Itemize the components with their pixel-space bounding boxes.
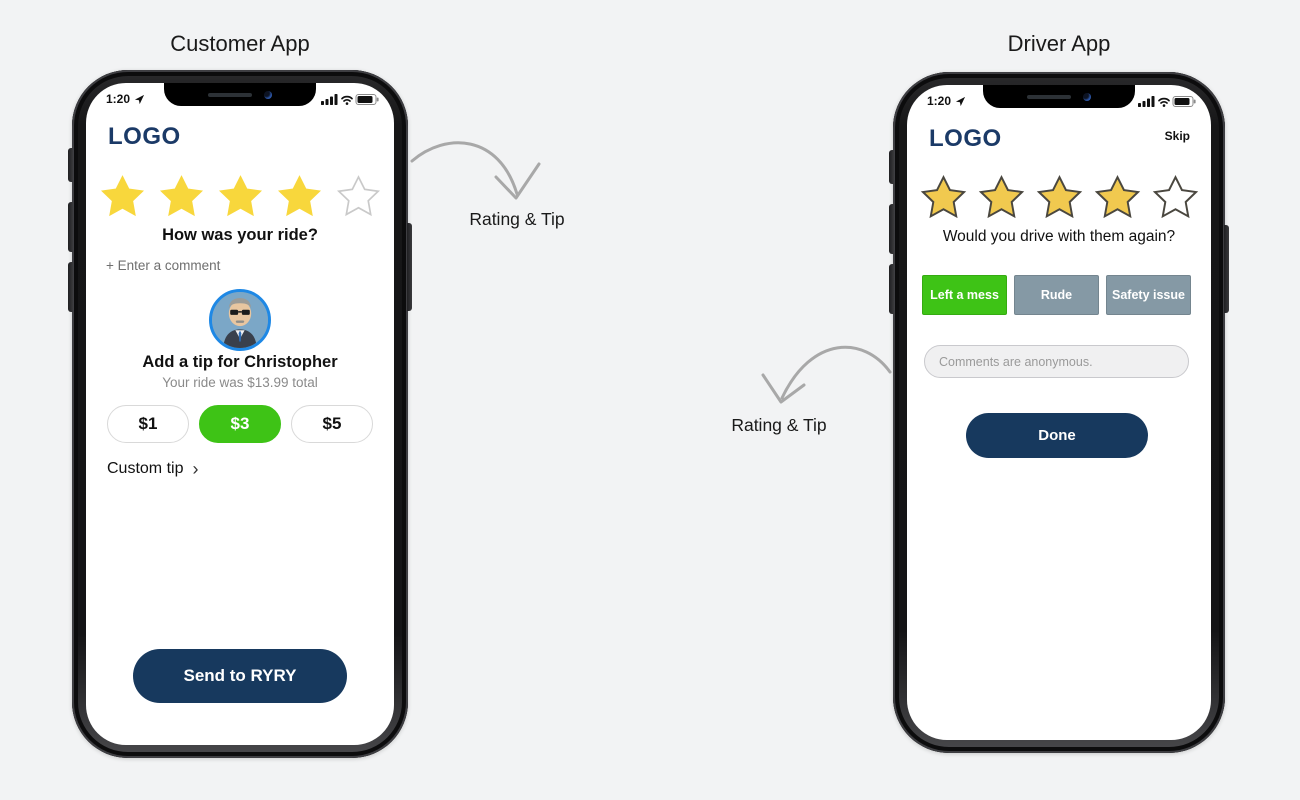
feedback-tag-safety-issue[interactable]: Safety issue — [1106, 275, 1191, 315]
ride-question: How was your ride? — [162, 226, 318, 244]
volume-down-button — [889, 264, 894, 314]
arrow-driver-to-customer — [761, 345, 892, 404]
star-empty-icon[interactable] — [1152, 174, 1199, 221]
location-arrow-icon — [955, 96, 966, 106]
driver-avatar — [209, 289, 271, 351]
star-empty-icon[interactable] — [336, 174, 381, 219]
status-bar: 1:20 — [927, 93, 1196, 109]
drive-again-question: Would you drive with them again? — [942, 228, 1176, 245]
done-button[interactable]: Done — [966, 413, 1148, 458]
driver-phone-frame: 1:20 LOGO Skip Would you drive with them… — [889, 72, 1229, 753]
signal-wifi-battery-icons — [321, 93, 379, 105]
tip-title: Add a tip for Christopher — [142, 353, 338, 371]
driver-screen: 1:20 LOGO Skip Would you drive with them… — [907, 85, 1211, 740]
driver-avatar-illustration — [212, 292, 268, 348]
mute-switch — [68, 148, 73, 182]
star-filled-icon[interactable] — [159, 174, 204, 219]
power-button — [407, 223, 412, 311]
volume-up-button — [889, 204, 894, 254]
phone-notch — [983, 85, 1135, 108]
custom-tip-link[interactable]: Custom tip › — [107, 460, 198, 478]
star-filled-icon[interactable] — [920, 174, 967, 221]
mute-switch — [889, 150, 894, 184]
tip-option-3[interactable]: $3 — [199, 405, 281, 443]
volume-down-button — [68, 262, 73, 312]
enter-comment-link[interactable]: + Enter a comment — [106, 258, 221, 273]
feedback-tag-rude[interactable]: Rude — [1014, 275, 1099, 315]
front-camera — [264, 90, 272, 99]
customer-app-title: Customer App — [170, 31, 310, 56]
status-time: 1:20 — [927, 94, 952, 108]
star-filled-icon[interactable] — [1094, 174, 1141, 221]
status-time: 1:20 — [106, 92, 131, 106]
star-filled-icon[interactable] — [277, 174, 322, 219]
star-filled-icon[interactable] — [1036, 174, 1083, 221]
customer-phone-frame: 1:20 LOGO How was your ride? + Enter a c… — [68, 70, 412, 758]
customer-screen: 1:20 LOGO How was your ride? + Enter a c… — [86, 83, 394, 745]
tip-subtitle: Your ride was $13.99 total — [162, 375, 318, 390]
arrow-customer-to-driver — [410, 141, 541, 200]
signal-wifi-battery-icons — [1138, 95, 1196, 107]
custom-tip-label: Custom tip — [107, 460, 184, 477]
tip-option-5[interactable]: $5 — [291, 405, 373, 443]
phone-notch — [164, 83, 316, 106]
tip-options-row: $1 $3 $5 — [86, 405, 394, 443]
app-logo: LOGO — [108, 123, 181, 150]
tip-option-1[interactable]: $1 — [107, 405, 189, 443]
skip-button[interactable]: Skip — [1164, 129, 1190, 143]
customer-rating-stars — [86, 174, 394, 219]
feedback-tag-left-a-mess[interactable]: Left a mess — [922, 275, 1007, 315]
volume-up-button — [68, 202, 73, 252]
app-logo: LOGO — [929, 125, 1002, 152]
arrow-label-rating-tip: Rating & Tip — [731, 415, 827, 435]
comment-input[interactable] — [924, 345, 1189, 378]
send-button[interactable]: Send to RYRY — [133, 649, 347, 703]
arrow-label-rating-tip: Rating & Tip — [469, 209, 565, 229]
driver-rating-stars — [907, 174, 1211, 221]
status-bar: 1:20 — [106, 91, 379, 107]
star-filled-icon[interactable] — [100, 174, 145, 219]
star-filled-icon[interactable] — [218, 174, 263, 219]
driver-app-title: Driver App — [1007, 31, 1111, 56]
location-arrow-icon — [134, 94, 145, 104]
speaker-slot — [208, 92, 252, 97]
star-filled-icon[interactable] — [978, 174, 1025, 221]
speaker-slot — [1027, 94, 1071, 99]
front-camera — [1083, 92, 1091, 101]
power-button — [1224, 225, 1229, 313]
chevron-right-icon: › — [192, 459, 199, 479]
